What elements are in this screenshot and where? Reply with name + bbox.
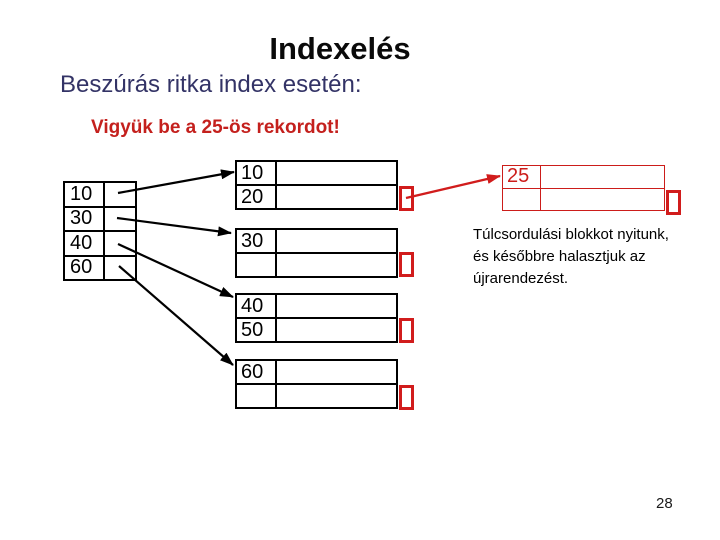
block-row: 25 — [503, 165, 664, 188]
block-row — [503, 187, 664, 211]
index-row: 10 — [65, 183, 135, 206]
slide-subtitle: Beszúrás ritka index esetén: — [60, 71, 362, 98]
overflow-pointer-icon — [399, 186, 414, 211]
record-body — [277, 385, 396, 407]
block-row: 60 — [237, 361, 396, 383]
sparse-index-table: 10 30 40 60 — [63, 181, 137, 281]
data-block-40-50: 40 50 — [235, 293, 398, 343]
record-key: 20 — [237, 186, 277, 208]
data-block-10-20: 10 20 — [235, 160, 398, 210]
note-line: újrarendezést. — [473, 270, 569, 287]
block-row — [237, 383, 396, 407]
overflow-pointer-icon — [399, 252, 414, 277]
block-row: 10 — [237, 162, 396, 184]
slide-title: Indexelés — [269, 31, 411, 66]
index-row: 30 — [65, 205, 135, 231]
block-row: 20 — [237, 184, 396, 208]
record-key: 30 — [237, 230, 277, 252]
record-key: 60 — [237, 361, 277, 383]
record-key — [503, 188, 541, 210]
overflow-block-25: 25 — [502, 165, 665, 211]
overflow-pointer-icon — [399, 318, 414, 343]
record-body — [277, 295, 396, 317]
index-key: 30 — [65, 207, 105, 230]
index-pointer-cell — [105, 183, 135, 206]
index-pointer-cell — [105, 232, 135, 255]
record-key — [237, 254, 277, 276]
index-key: 40 — [65, 232, 105, 255]
note-line: Túlcsordulási blokkot nyitunk, — [473, 226, 669, 243]
record-key: 10 — [237, 162, 277, 184]
record-body — [277, 361, 396, 383]
index-key: 10 — [65, 183, 105, 206]
overflow-pointer-icon — [399, 385, 414, 410]
record-key: 25 — [503, 165, 541, 188]
record-key: 50 — [237, 319, 277, 341]
data-block-60: 60 — [235, 359, 398, 409]
block-row: 40 — [237, 295, 396, 317]
arrow-overflow-to-block25 — [405, 174, 501, 200]
block-row: 50 — [237, 317, 396, 341]
record-key — [237, 385, 277, 407]
index-row: 40 — [65, 230, 135, 255]
instruction-text: Vigyük be a 25-ös rekordot! — [91, 117, 340, 138]
record-body — [277, 254, 396, 276]
index-pointer-cell — [105, 257, 135, 280]
index-pointer-cell — [105, 208, 135, 231]
record-body — [541, 166, 664, 188]
overflow-pointer-icon — [666, 190, 681, 215]
record-body — [277, 230, 396, 252]
record-body — [277, 162, 396, 184]
record-key: 40 — [237, 295, 277, 317]
block-row: 30 — [237, 230, 396, 252]
page-number: 28 — [656, 495, 673, 512]
note-text: Túlcsordulási blokkot nyitunk, és később… — [473, 224, 715, 290]
note-line: és későbbre halasztjuk az — [473, 248, 646, 265]
record-body — [277, 186, 396, 208]
index-key: 60 — [65, 256, 105, 279]
data-block-30: 30 — [235, 228, 398, 278]
block-row — [237, 252, 396, 276]
record-body — [541, 189, 664, 211]
index-row: 60 — [65, 254, 135, 280]
record-body — [277, 319, 396, 341]
